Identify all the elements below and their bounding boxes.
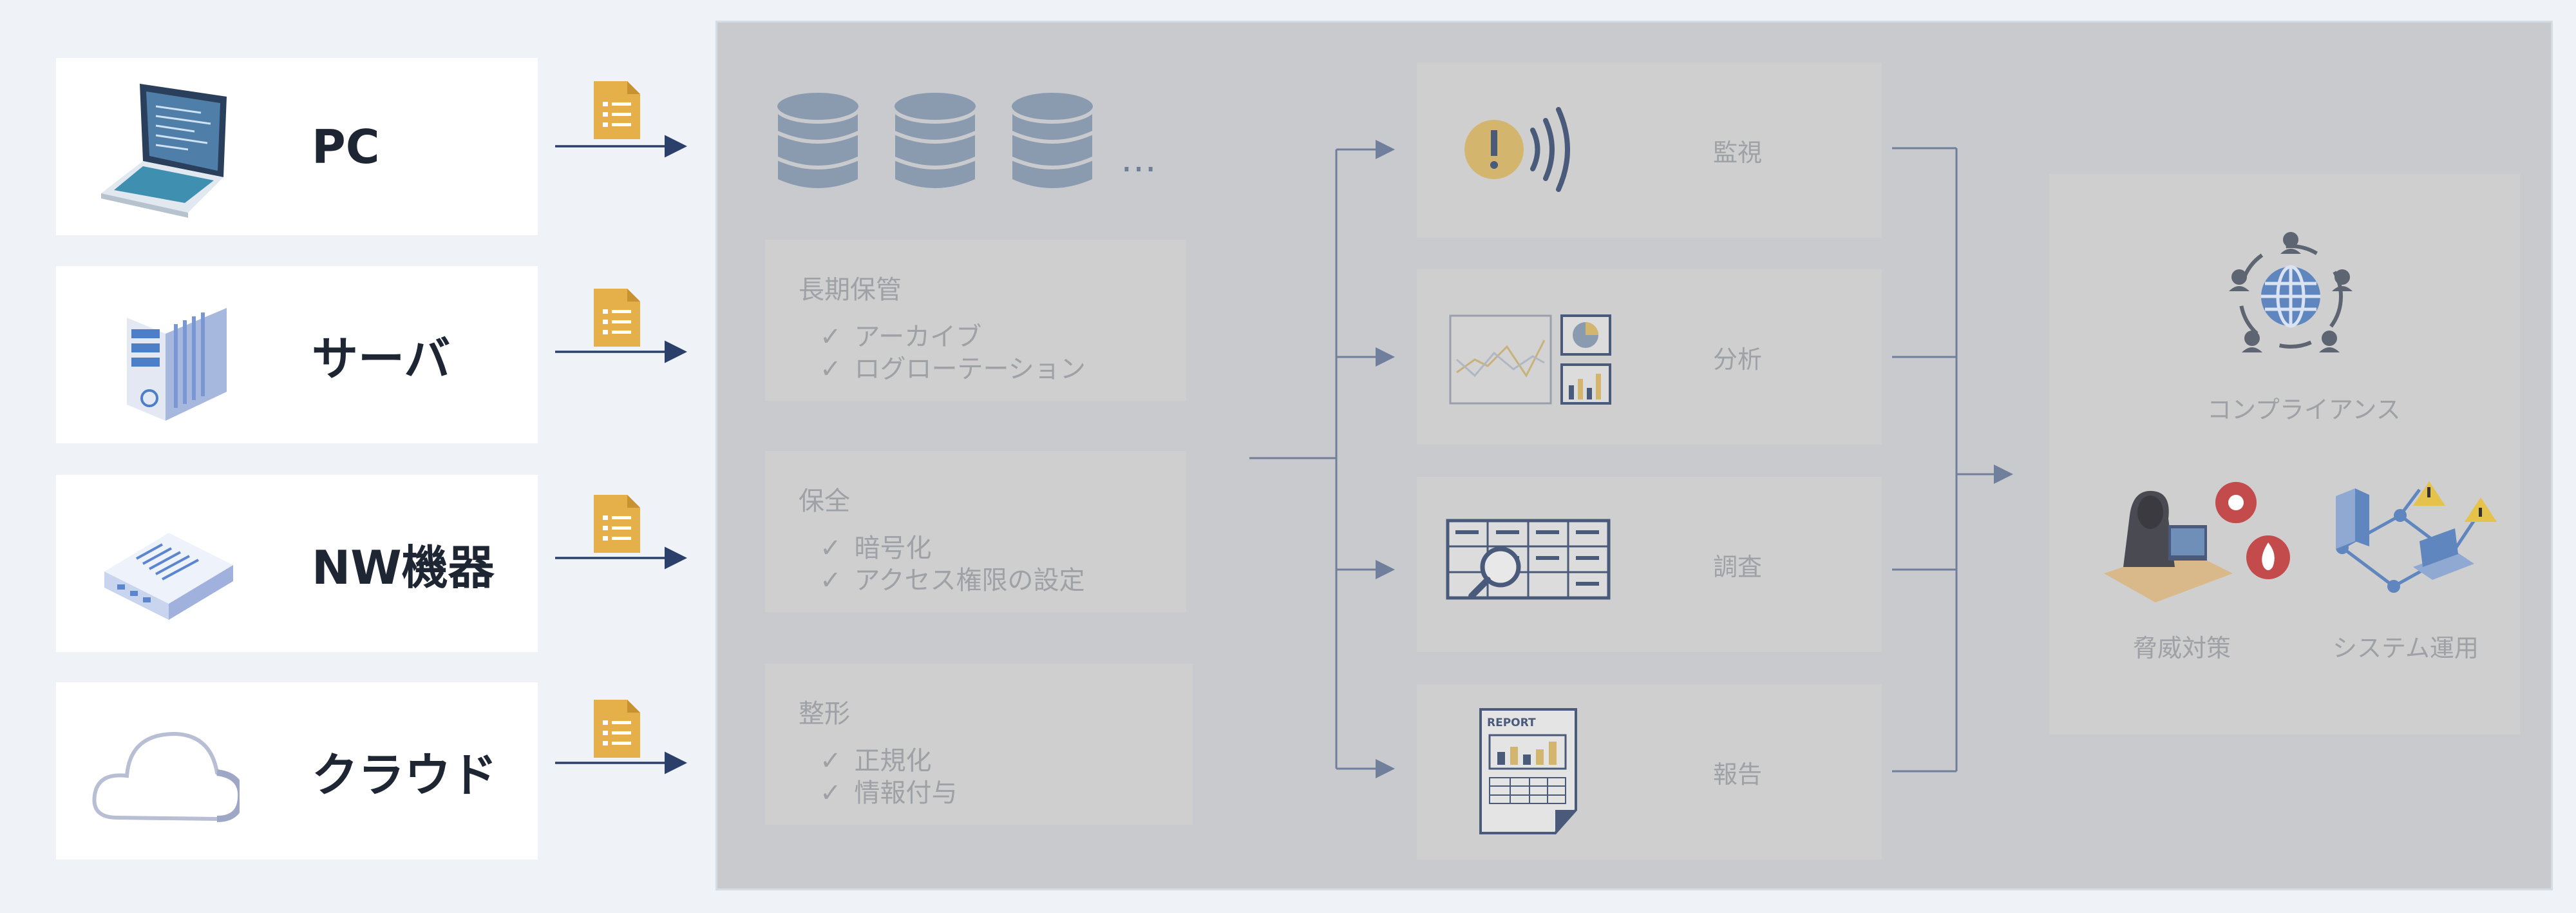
box-title: 整形: [799, 699, 850, 729]
alert-signal-icon: [1464, 107, 1570, 192]
magnifier-table-icon: [1446, 519, 1611, 600]
report-document-icon: REPORT: [1479, 708, 1577, 834]
box-title: 保全: [799, 486, 850, 516]
more-ellipsis: …: [1121, 139, 1157, 180]
result-label-threat: 脅威対策: [2133, 634, 2231, 662]
source-card-server: サーバ: [56, 266, 538, 443]
storage-box-preservation: 保全 ✓暗号化 ✓アクセス権限の設定: [765, 451, 1186, 612]
threat-countermeasure-icon: [2104, 482, 2290, 602]
box-item: ✓暗号化: [820, 533, 932, 563]
action-label: 分析: [1713, 345, 1763, 374]
server-icon: [127, 308, 227, 421]
action-card-report: REPORT 報告: [1417, 684, 1882, 860]
report-icon-text: REPORT: [1487, 716, 1536, 729]
result-label-system: システム運用: [2333, 634, 2479, 662]
log-document-icon: [594, 289, 640, 347]
action-label: 監視: [1713, 138, 1763, 167]
cloud-icon: [92, 731, 240, 822]
box-item: ✓ログローテーション: [820, 354, 1086, 384]
analytics-charts-icon: [1449, 314, 1611, 405]
source-label: PC: [312, 119, 380, 174]
source-card-nw-device: NW機器: [56, 475, 538, 652]
results-box: コンプライアンス 脅威対策 システム運用: [2049, 174, 2520, 735]
box-item: ✓情報付与: [820, 778, 958, 808]
action-label: 報告: [1713, 760, 1763, 789]
log-document-icon: [594, 700, 640, 758]
source-label: サーバ: [312, 332, 451, 386]
network-device-icon: [104, 533, 233, 620]
storage-box-long-term: 長期保管 ✓アーカイブ ✓ログローテーション: [765, 240, 1186, 401]
compliance-globe-icon: [2229, 232, 2353, 352]
log-document-icon: [594, 81, 640, 139]
laptop-icon: [101, 84, 227, 218]
source-label: クラウド: [312, 748, 498, 802]
system-operation-icon: [2336, 481, 2497, 593]
source-card-cloud: クラウド: [56, 682, 538, 860]
storage-box-formatting: 整形 ✓正規化 ✓情報付与: [765, 664, 1193, 825]
action-card-analysis: 分析: [1417, 269, 1882, 445]
box-item: ✓アクセス権限の設定: [820, 566, 1085, 595]
log-document-icon: [594, 495, 640, 553]
box-title: 長期保管: [799, 275, 902, 305]
action-label: 調査: [1713, 552, 1763, 581]
box-item: ✓アーカイブ: [820, 322, 982, 352]
box-item: ✓正規化: [820, 746, 932, 776]
result-label-compliance: コンプライアンス: [2207, 396, 2401, 424]
source-label: NW機器: [312, 541, 495, 595]
action-card-monitoring: 監視: [1417, 62, 1882, 238]
source-card-pc: PC: [56, 58, 538, 235]
action-card-investigation: 調査: [1417, 477, 1882, 652]
database-icon-group: [773, 90, 1097, 192]
